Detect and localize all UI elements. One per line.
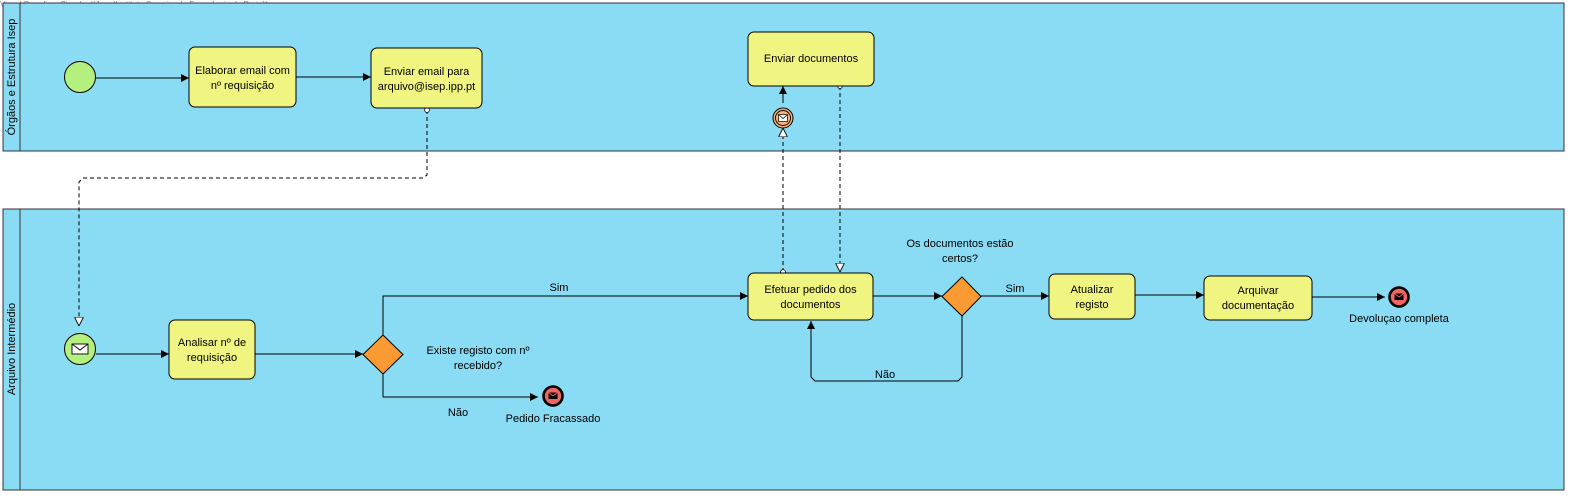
message-start-event[interactable] [64, 333, 96, 365]
task-arquivar-documentacao[interactable]: Arquivar documentação [1203, 275, 1313, 321]
task-efetuar-pedido[interactable]: Efetuar pedido dos documentos [747, 272, 874, 321]
envelope-icon [778, 114, 788, 122]
flow-gateway1-nao[interactable] [382, 374, 538, 401]
task-enviar-email[interactable]: Enviar email para arquivo@isep.ipp.pt [370, 47, 483, 109]
task-elaborar-email[interactable]: Elaborar email com nº requisição [188, 46, 297, 108]
task-analisar-line2: requisição [187, 352, 237, 364]
task-elaborar-email-line2: nº requisição [211, 80, 274, 92]
end-event-fracassado[interactable] [542, 385, 564, 407]
lane-top-label: Órgãos e Estrutura Isep [5, 19, 18, 136]
task-enviar-documentos[interactable]: Enviar documentos [747, 31, 875, 87]
intermediate-message-event[interactable] [772, 107, 794, 129]
edge-label-g2-nao: Não [875, 369, 895, 381]
task-arquivar-line2: documentação [1222, 300, 1294, 312]
task-enviar-documentos-label: Enviar documentos [764, 53, 859, 65]
end-event-completa-label: Devoluçao completa [1349, 313, 1450, 325]
end-event-fracassado-label: Pedido Fracassado [506, 413, 601, 425]
edge-label-g2-sim: Sim [1006, 283, 1025, 295]
lane-bottom-label: Arquivo Intermédio [6, 303, 18, 395]
gateway-existe-registo[interactable] [362, 334, 404, 375]
gateway-documentos-certos[interactable] [941, 276, 982, 317]
edge-label-g1-nao: Não [448, 407, 468, 419]
task-enviar-email-line2: arquivo@isep.ipp.pt [378, 81, 475, 93]
task-analisar[interactable]: Analisar nº de requisição [168, 319, 256, 380]
task-efetuar-pedido-line2: documentos [781, 299, 841, 311]
gateway-documentos-certos-question-line1: Os documentos estão [906, 238, 1013, 250]
message-flow-email-to-arquivo[interactable] [79, 110, 427, 326]
task-enviar-email-line1: Enviar email para [384, 66, 470, 78]
task-elaborar-email-line1: Elaborar email com [195, 65, 290, 77]
task-atualizar-registo[interactable]: Atualizar registo [1048, 273, 1136, 320]
task-efetuar-pedido-line1: Efetuar pedido dos [764, 284, 857, 296]
edge-label-g1-sim: Sim [550, 282, 569, 294]
gateway-documentos-certos-question-line2: certos? [942, 253, 978, 265]
end-event-completa[interactable] [1388, 286, 1410, 308]
task-analisar-line1: Analisar nº de [178, 337, 246, 349]
envelope-icon [548, 392, 558, 399]
envelope-icon [1394, 293, 1404, 300]
gateway-existe-registo-question-line2: recebido? [454, 360, 502, 372]
envelope-icon [71, 343, 89, 355]
task-atualizar-registo-line1: Atualizar [1071, 284, 1114, 296]
message-flows [79, 86, 840, 326]
task-arquivar-line1: Arquivar [1238, 285, 1279, 297]
flow-gateway2-nao[interactable] [807, 316, 963, 382]
start-event[interactable] [64, 61, 96, 93]
task-atualizar-registo-line2: registo [1075, 299, 1108, 311]
gateway-existe-registo-question-line1: Existe registo com nº [426, 345, 529, 357]
